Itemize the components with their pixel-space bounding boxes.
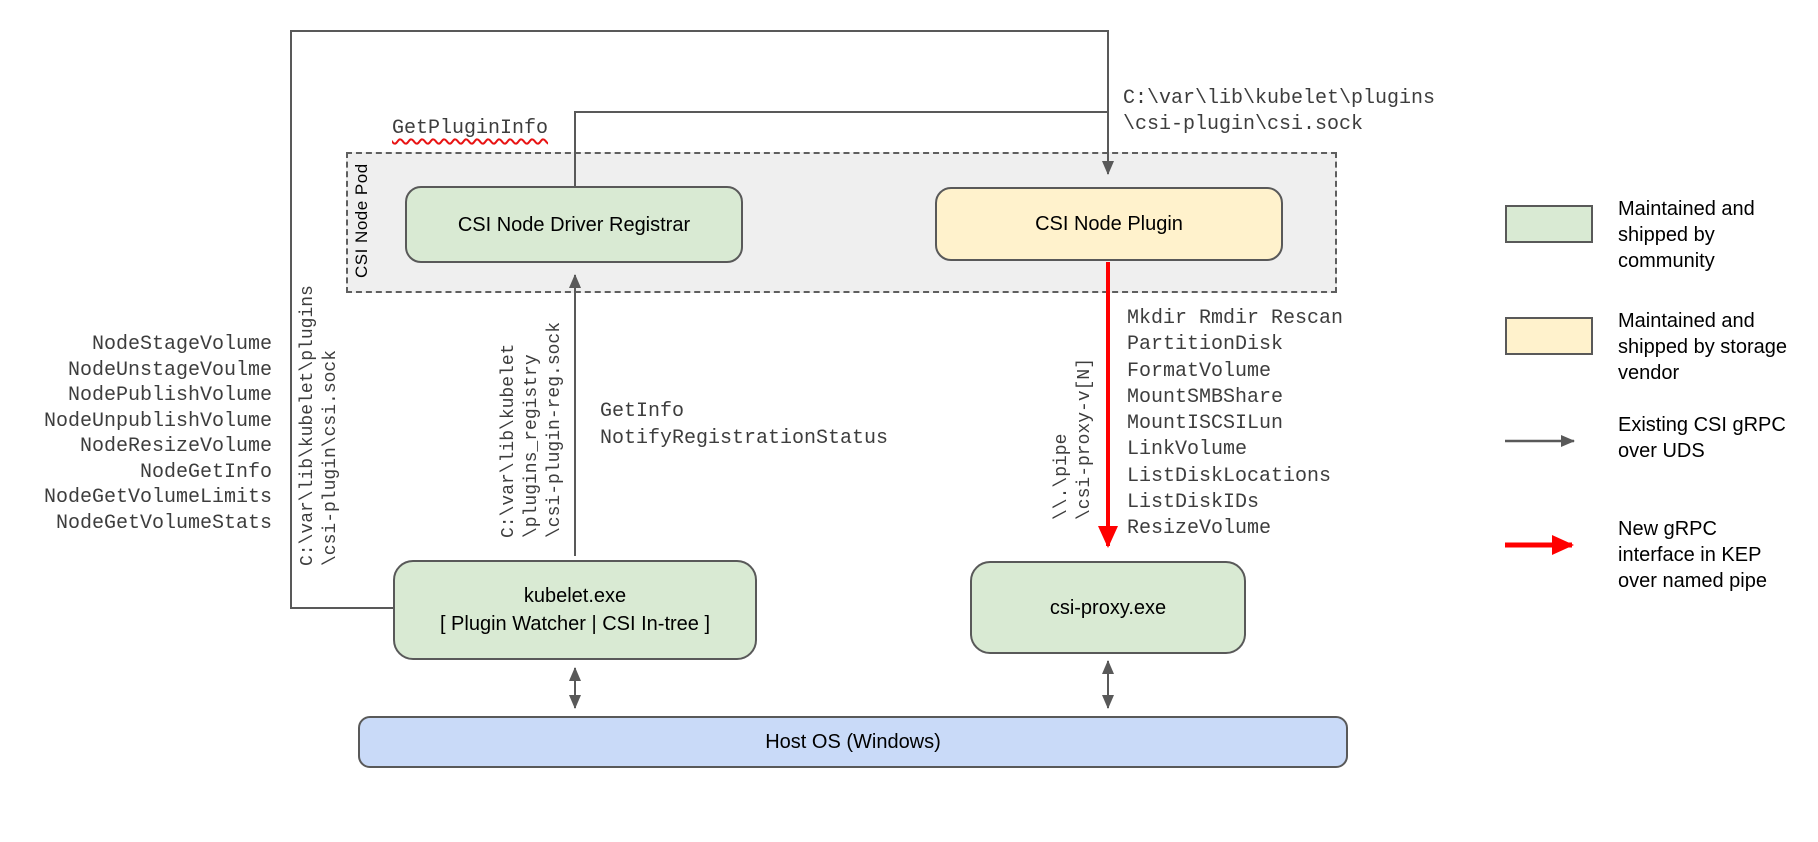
legend-named-pipe-label: New gRPC interface in KEP over named pip… <box>1618 518 1767 592</box>
registrar-label: CSI Node Driver Registrar <box>457 213 691 236</box>
kubelet-box: kubelet.exe [ Plugin Watcher | CSI In-tr… <box>393 560 757 660</box>
connector-kubelet-to-plugin <box>290 30 1114 609</box>
proxy-methods-list: Mkdir Rmdir Rescan PartitionDisk FormatV… <box>1127 307 1344 541</box>
csi-node-plugin-box: CSI Node Plugin <box>935 187 1283 261</box>
registry-sock-path-vertical-label: C:\var\lib\kubelet \plugins_registry \cs… <box>499 321 565 538</box>
plugin-label: CSI Node Plugin <box>1035 213 1183 235</box>
legend-uds-label: Existing CSI gRPC over UDS <box>1618 414 1786 462</box>
host-os-box: Host OS (Windows) <box>358 716 1348 768</box>
csi-node-pod-label: CSI Node Pod <box>352 163 371 278</box>
registration-calls-label: GetInfo NotifyRegistrationStatus <box>600 400 889 450</box>
kubelet-label-line1: kubelet.exe <box>523 585 627 607</box>
connector-registrar-getplugininfo <box>574 111 1107 186</box>
plugin-sock-path-label: C:\var\lib\kubelet\plugins \csi-plugin\c… <box>1123 87 1436 136</box>
named-pipe-vertical-label: \\.\pipe \csi-proxy-v[N] <box>1052 357 1095 520</box>
csi-node-driver-registrar-box: CSI Node Driver Registrar <box>405 186 743 263</box>
legend-vendor-label: Maintained and shipped by storage vendor <box>1618 310 1788 384</box>
legend-community-swatch-icon <box>1505 205 1593 243</box>
legend-vendor-swatch-icon <box>1505 317 1593 355</box>
getplugininfo-label: GetPluginInfo <box>392 117 549 140</box>
kubelet-label-line2: [ Plugin Watcher | CSI In-tree ] <box>439 613 711 635</box>
host-os-label: Host OS (Windows) <box>765 731 941 753</box>
proxy-label: csi-proxy.exe <box>1049 596 1167 619</box>
node-methods-list: NodeStageVolume NodeUnstageVoulme NodePu… <box>43 333 272 535</box>
legend-community-label: Maintained and shipped by community <box>1618 198 1755 272</box>
csi-proxy-box: csi-proxy.exe <box>970 561 1246 654</box>
plugin-sock-path-vertical-label: C:\var\lib\kubelet\plugins \csi-plugin\c… <box>298 285 341 566</box>
